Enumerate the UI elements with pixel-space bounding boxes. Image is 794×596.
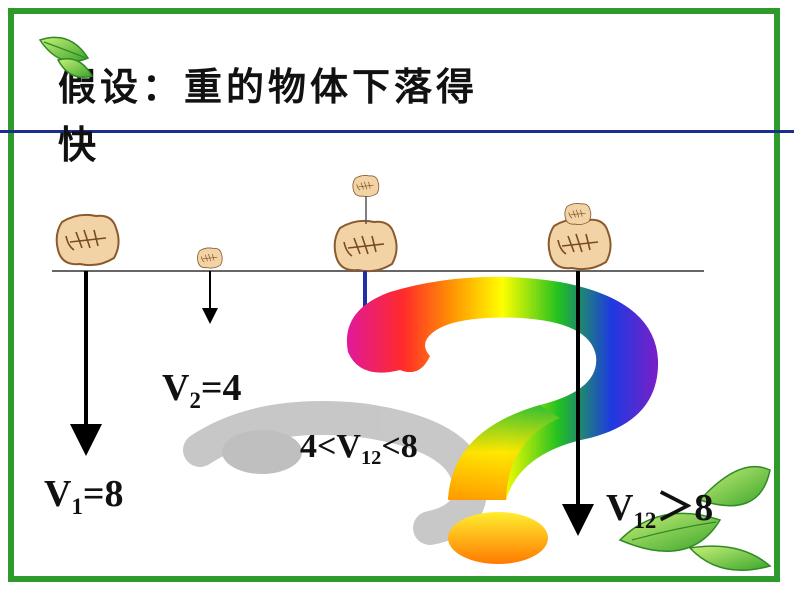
label-v12-greater: V12＞8 [606, 487, 714, 533]
fossil-stone-icon [564, 203, 592, 225]
fossil-stone-icon [333, 219, 398, 273]
fossil-stone-icon [352, 175, 380, 197]
label-v1: V1=8 [44, 473, 124, 519]
leaf-icon [38, 36, 94, 78]
question-shadow [183, 401, 488, 545]
label-v12-range: 4<V12<8 [300, 428, 418, 470]
question-mark-icon [346, 276, 659, 564]
title-underline [0, 130, 794, 133]
slide-title: 假设：重的物体下落得快 [58, 65, 479, 167]
fossil-stone-icon [547, 217, 612, 271]
label-v2: V2=4 [162, 367, 242, 413]
leaf-icon [618, 465, 772, 572]
fossil-stone-icon [197, 247, 223, 269]
fossil-stone-icon [55, 213, 120, 267]
green-frame [8, 8, 780, 582]
